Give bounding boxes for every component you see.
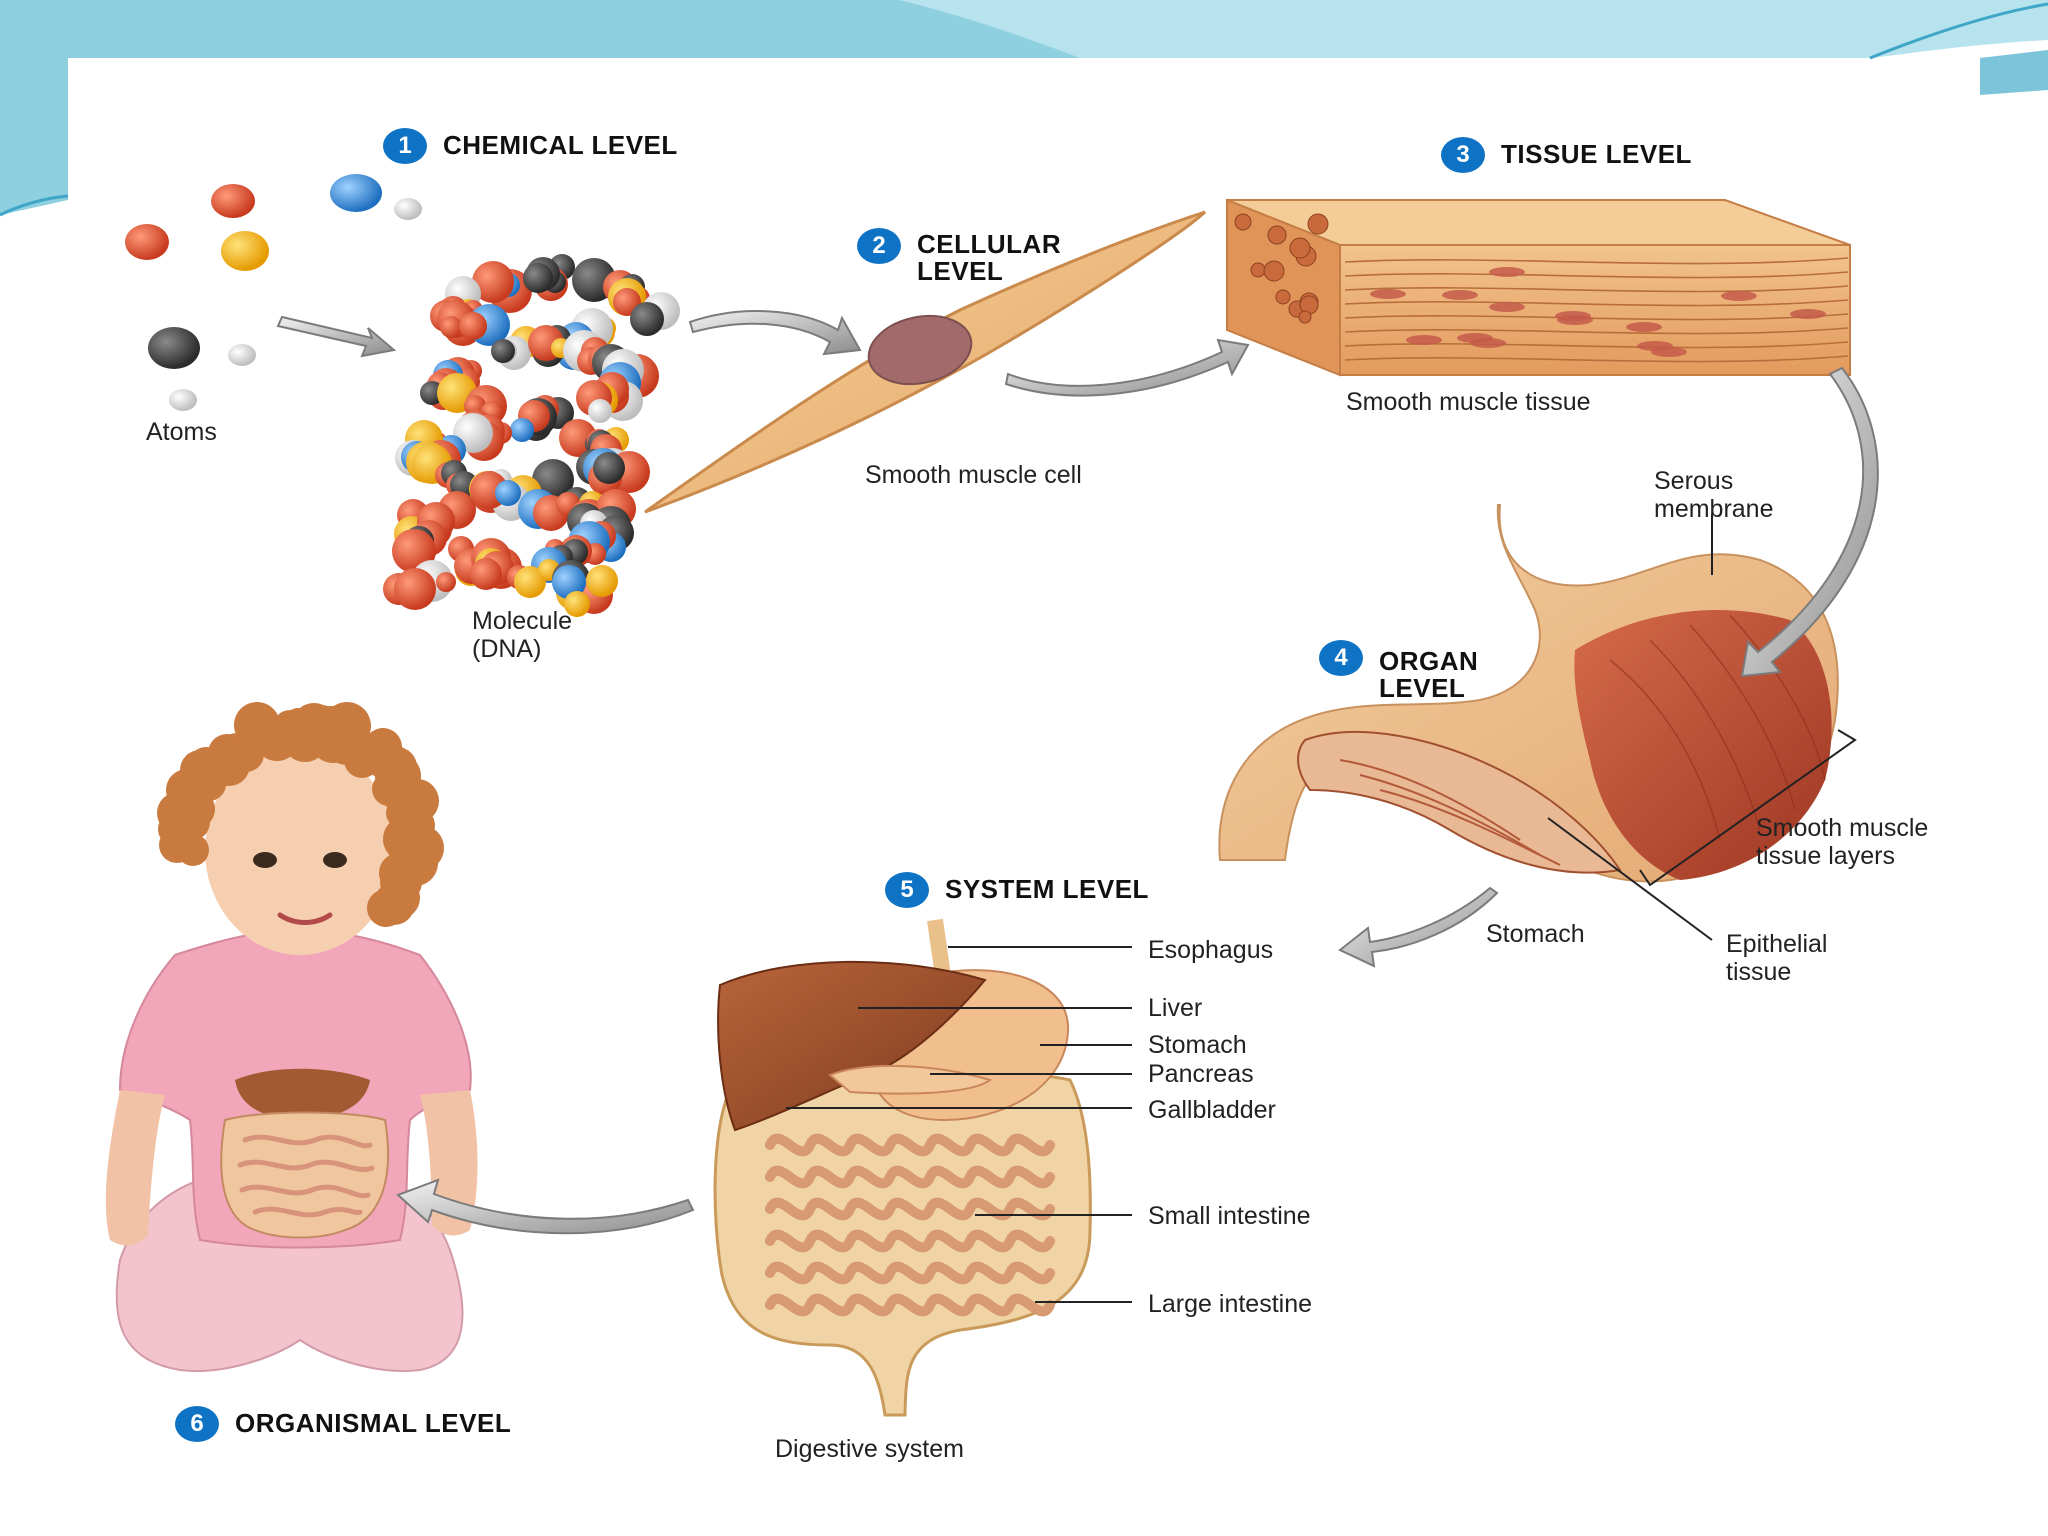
level-badge-icon: 5 (885, 872, 929, 908)
level-badge-icon: 6 (175, 1406, 219, 1442)
level-title: CHEMICAL LEVEL (443, 130, 678, 160)
system-label-esophagus: Esophagus (1148, 936, 1274, 964)
smooth-muscle-tissue-illustration (1226, 198, 1851, 377)
system-label-small-intestine: Small intestine (1148, 1202, 1311, 1230)
level-badge-icon: 4 (1319, 640, 1363, 676)
molecule-label: Molecule (DNA) (472, 607, 573, 663)
level-title: ORGANISMAL LEVEL (235, 1408, 512, 1438)
level-badge-icon: 1 (383, 128, 427, 164)
level-badge-icon: 2 (857, 228, 901, 264)
slide-frame (0, 0, 2048, 217)
system-label-gallbladder: Gallbladder (1148, 1096, 1276, 1124)
smooth-muscle-cell-label: Smooth muscle cell (865, 461, 1082, 489)
stomach-organ-illustration (1218, 504, 1857, 941)
dna-molecule-illustration (383, 254, 680, 617)
smooth-muscle-tissue-label: Smooth muscle tissue (1346, 388, 1591, 416)
level-badge-icon: 3 (1441, 137, 1485, 173)
system-label-stomach: Stomach (1148, 1031, 1247, 1059)
level-title: SYSTEM LEVEL (945, 874, 1149, 904)
smooth-muscle-cell-illustration (644, 210, 1207, 514)
epithelial-tissue-label: Epithelial tissue (1726, 930, 1828, 986)
level-title: CELLULAR LEVEL (917, 229, 1062, 286)
child-illustration (105, 702, 478, 1372)
smooth-muscle-layers-label: Smooth muscle tissue layers (1756, 814, 1929, 870)
stomach-organ-label: Stomach (1486, 920, 1585, 948)
digestive-system-illustration (713, 918, 1132, 1417)
level-5-heading: 5 SYSTEM LEVEL (885, 872, 1149, 908)
level-6-heading: 6 ORGANISMAL LEVEL (175, 1406, 511, 1442)
system-label-liver: Liver (1148, 994, 1203, 1022)
atoms-label: Atoms (146, 418, 217, 446)
atoms-illustration (125, 174, 422, 411)
system-label-pancreas: Pancreas (1148, 1060, 1254, 1088)
level-title: TISSUE LEVEL (1501, 139, 1692, 169)
digestive-system-label: Digestive system (775, 1435, 964, 1463)
serous-membrane-label: Serous membrane (1654, 467, 1774, 523)
level-title: ORGAN LEVEL (1379, 646, 1479, 703)
level-4-heading: 4 ORGAN LEVEL (1319, 640, 1519, 702)
level-1-heading: 1 CHEMICAL LEVEL (383, 128, 678, 164)
system-label-large-intestine: Large intestine (1148, 1290, 1313, 1318)
curved-arrow-icon (276, 310, 1879, 1235)
level-2-heading: 2 CELLULAR LEVEL (857, 228, 1087, 285)
level-3-heading: 3 TISSUE LEVEL (1441, 137, 1692, 173)
